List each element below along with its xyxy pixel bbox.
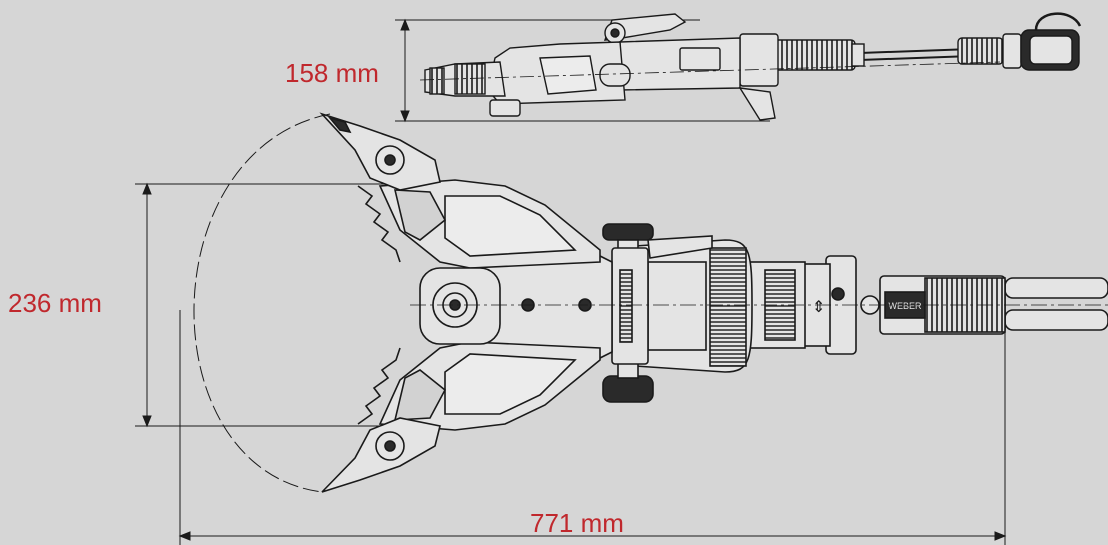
tool-top-view — [419, 12, 1082, 121]
dimension-label-height: 158 mm — [285, 58, 379, 88]
jaw-opening-arc — [193, 113, 331, 493]
svg-text:⇕: ⇕ — [812, 299, 825, 316]
tool-main-view: WEBER ⇕ — [319, 112, 1108, 493]
grip-label: WEBER — [888, 301, 922, 311]
dimension-lines — [135, 18, 1007, 545]
dimension-label-opening: 236 mm — [8, 288, 102, 318]
dimension-label-length: 771 mm — [530, 508, 624, 538]
